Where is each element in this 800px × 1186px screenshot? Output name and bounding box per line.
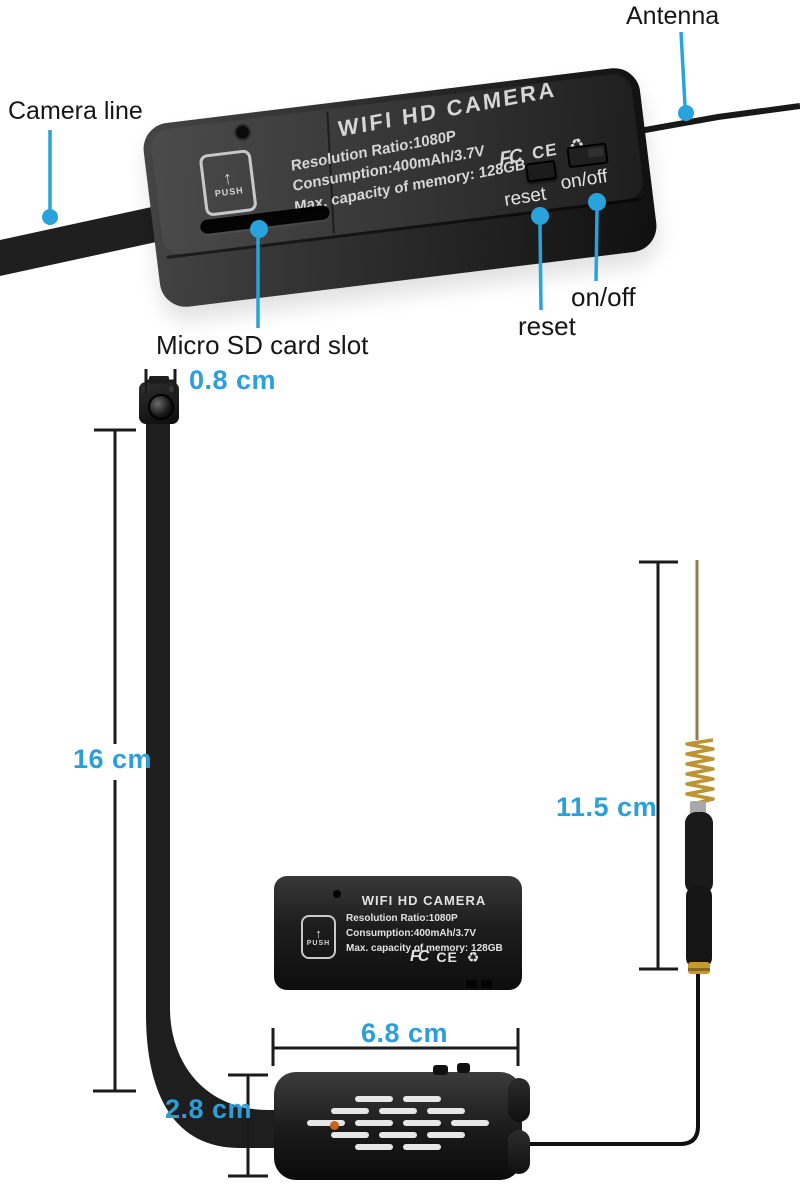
antenna-coil: [685, 738, 715, 805]
camera-lens-icon: [148, 394, 174, 420]
camera-lens-head: [139, 376, 179, 424]
reset-label: reset: [518, 311, 576, 341]
switch-bump: [481, 980, 492, 988]
antenna-connector-ring: [688, 962, 710, 974]
antenna-callout-dot: [678, 105, 694, 121]
push-icon-label: PUSH: [214, 185, 245, 199]
camera-line-callout-dot: [42, 209, 58, 225]
fcc-logo: FC: [498, 145, 522, 171]
micro-sd-card-slot-label: Micro SD card slot: [156, 330, 369, 360]
push-icon-label: PUSH: [306, 940, 331, 947]
reset-button: [433, 1065, 448, 1075]
device-consumption: Consumption:400mAh/3.7V: [346, 928, 477, 939]
dim-module-width: 6.8 cm: [361, 1018, 449, 1048]
camera-module-photo: ↑ PUSH WIFI HD CAMERA Resolution Ratio:1…: [140, 65, 660, 310]
arrow-up-icon: ↑: [221, 167, 234, 189]
antenna-sleeve-upper: [685, 812, 713, 894]
case-lobe: [508, 1130, 530, 1174]
on-off-switch: [457, 1063, 470, 1073]
camera-head-screw: [143, 386, 149, 392]
antenna-ferrule: [690, 801, 706, 815]
device-printed-text: WIFI HD CAMERA Resolution Ratio:1080P Co…: [346, 893, 503, 956]
switch-knob: [587, 147, 604, 158]
ce-logo: CE: [436, 949, 458, 965]
dim-antenna-length: 11.5 cm: [556, 792, 658, 822]
camera-ribbon-photo: [0, 203, 170, 276]
dim-module-height: 2.8 cm: [165, 1094, 253, 1124]
camera-module-side-view: [274, 1063, 530, 1180]
dim-cable-length: 16 cm: [73, 744, 153, 774]
device-resolution: Resolution Ratio:1080P: [346, 913, 458, 924]
switch-bump: [466, 980, 477, 988]
antenna-callout-line: [679, 31, 687, 107]
grille-row: [307, 1120, 489, 1126]
dim-camera-head-width: 0.8 cm: [189, 365, 277, 395]
push-sd-icon: ↑ PUSH: [301, 915, 336, 959]
led-indicator: [330, 1121, 339, 1130]
grille-row: [331, 1108, 465, 1114]
fcc-logo: FC: [410, 948, 429, 965]
camera-line-label: Camera line: [8, 97, 143, 125]
camera-ribbon-cable: [146, 410, 282, 1148]
on-off-label: on/off: [571, 282, 636, 312]
antenna-connector-wire: [510, 974, 700, 1146]
camera-head-connector: [149, 376, 169, 384]
speaker-grille: [307, 1096, 489, 1150]
arrow-up-icon: ↑: [315, 926, 322, 941]
case-lobe: [508, 1078, 530, 1122]
grille-row: [331, 1132, 465, 1138]
device-title: WIFI HD CAMERA: [361, 893, 487, 908]
camera-head-screw: [169, 386, 175, 392]
grille-row: [355, 1144, 441, 1150]
push-sd-icon: ↑ PUSH: [198, 148, 258, 217]
camera-module-top-view: ↑ PUSH WIFI HD CAMERA Resolution Ratio:1…: [274, 876, 522, 990]
reset-button: [525, 159, 558, 183]
antenna-connector-band: [688, 968, 710, 971]
device-memory: Max. capacity of memory: 128GB: [346, 943, 503, 954]
antenna-label: Antenna: [626, 2, 720, 30]
recycle-icon: ♻: [466, 948, 480, 965]
pinhole: [333, 890, 341, 898]
certification-logos: FC CE ♻: [410, 948, 479, 966]
antenna-sleeve-lower: [686, 886, 712, 968]
grille-row: [355, 1096, 441, 1102]
